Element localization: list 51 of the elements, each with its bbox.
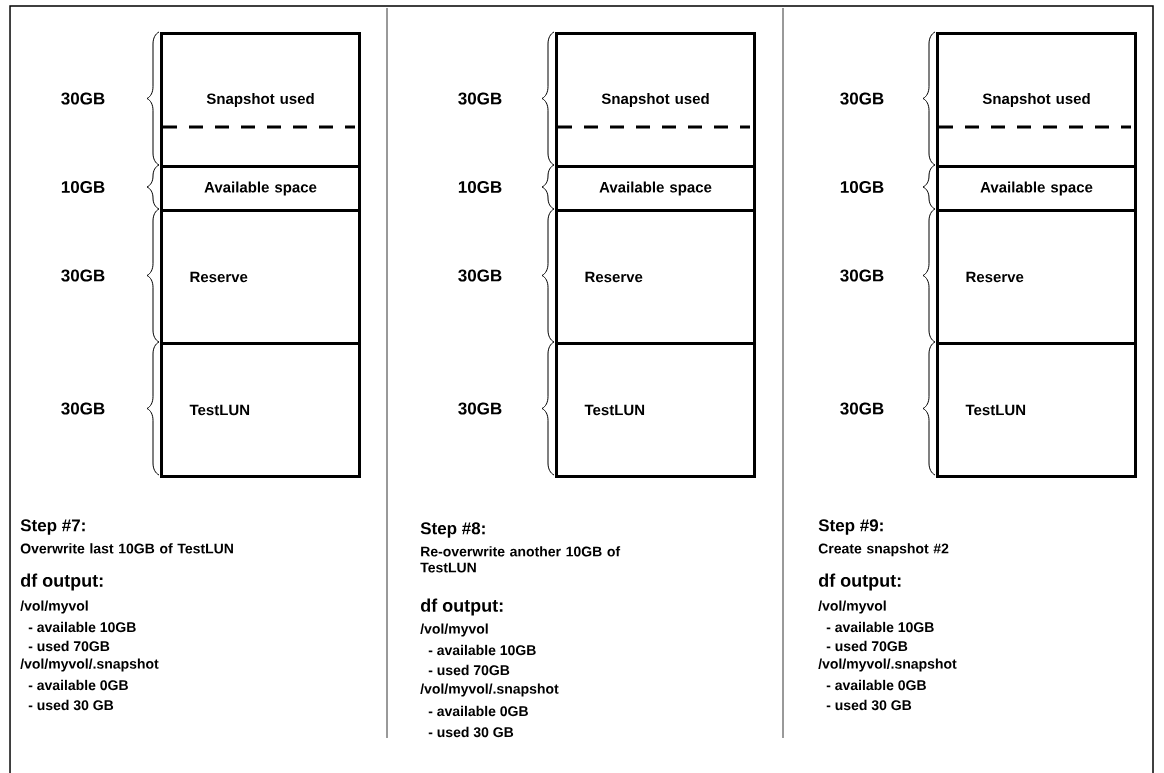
- size-label: 30GB: [61, 402, 105, 415]
- output-line: - used 30 GB: [28, 699, 114, 711]
- step-description: Re-overwrite another 10GB of TestLUN: [420, 546, 621, 573]
- output-line: /vol/myvol/.snapshot: [420, 683, 559, 697]
- output-heading: df output:: [420, 598, 503, 616]
- output-line: - used 30 GB: [826, 699, 912, 711]
- size-label: 30GB: [61, 92, 105, 105]
- size-label: 30GB: [458, 402, 502, 415]
- output-heading: df output:: [20, 573, 103, 591]
- segment-box: Reserve: [936, 209, 1137, 345]
- step-heading: Step #8:: [420, 522, 485, 538]
- size-label: 30GB: [61, 269, 105, 282]
- step-description: Create snapshot #2: [818, 543, 949, 557]
- output-line: /vol/myvol: [818, 600, 886, 614]
- output-line: - used 70GB: [826, 640, 908, 652]
- output-line: /vol/myvol: [420, 623, 488, 637]
- output-heading: df output:: [818, 573, 901, 591]
- size-label: 30GB: [458, 269, 502, 282]
- step-description: Overwrite last 10GB of TestLUN: [20, 543, 233, 554]
- segment-box: TestLUN: [936, 342, 1137, 478]
- segment-box: TestLUN: [555, 342, 756, 478]
- output-line: - available 10GB: [428, 644, 536, 656]
- output-line: - available 10GB: [28, 621, 136, 633]
- segment-box: Available space: [160, 165, 361, 212]
- segment-box: Snapshot used: [555, 32, 756, 168]
- step-heading: Step #7:: [20, 519, 85, 535]
- output-line: - available 0GB: [826, 679, 926, 691]
- size-label: 10GB: [840, 181, 884, 193]
- output-line: - available 0GB: [428, 705, 528, 717]
- step-heading: Step #9:: [818, 519, 883, 535]
- output-line: - used 70GB: [28, 640, 110, 652]
- segment-box: Reserve: [160, 209, 361, 345]
- size-label: 10GB: [61, 181, 105, 193]
- output-line: /vol/myvol/.snapshot: [20, 658, 159, 672]
- output-line: - used 30 GB: [428, 726, 514, 738]
- segment-box: Available space: [555, 165, 756, 212]
- size-label: 30GB: [840, 269, 884, 282]
- size-label: 30GB: [840, 92, 884, 105]
- segment-box: TestLUN: [160, 342, 361, 478]
- segment-box: Snapshot used: [936, 32, 1137, 168]
- size-label: 30GB: [840, 402, 884, 415]
- output-line: - available 0GB: [28, 679, 128, 691]
- output-line: /vol/myvol: [20, 600, 88, 614]
- output-line: - available 10GB: [826, 621, 934, 633]
- output-line: - used 70GB: [428, 664, 510, 676]
- size-label: 30GB: [458, 92, 502, 105]
- size-label: 10GB: [458, 181, 502, 193]
- segment-box: Reserve: [555, 209, 756, 345]
- output-line: /vol/myvol/.snapshot: [818, 658, 957, 672]
- segment-box: Snapshot used: [160, 32, 361, 168]
- segment-box: Available space: [936, 165, 1137, 212]
